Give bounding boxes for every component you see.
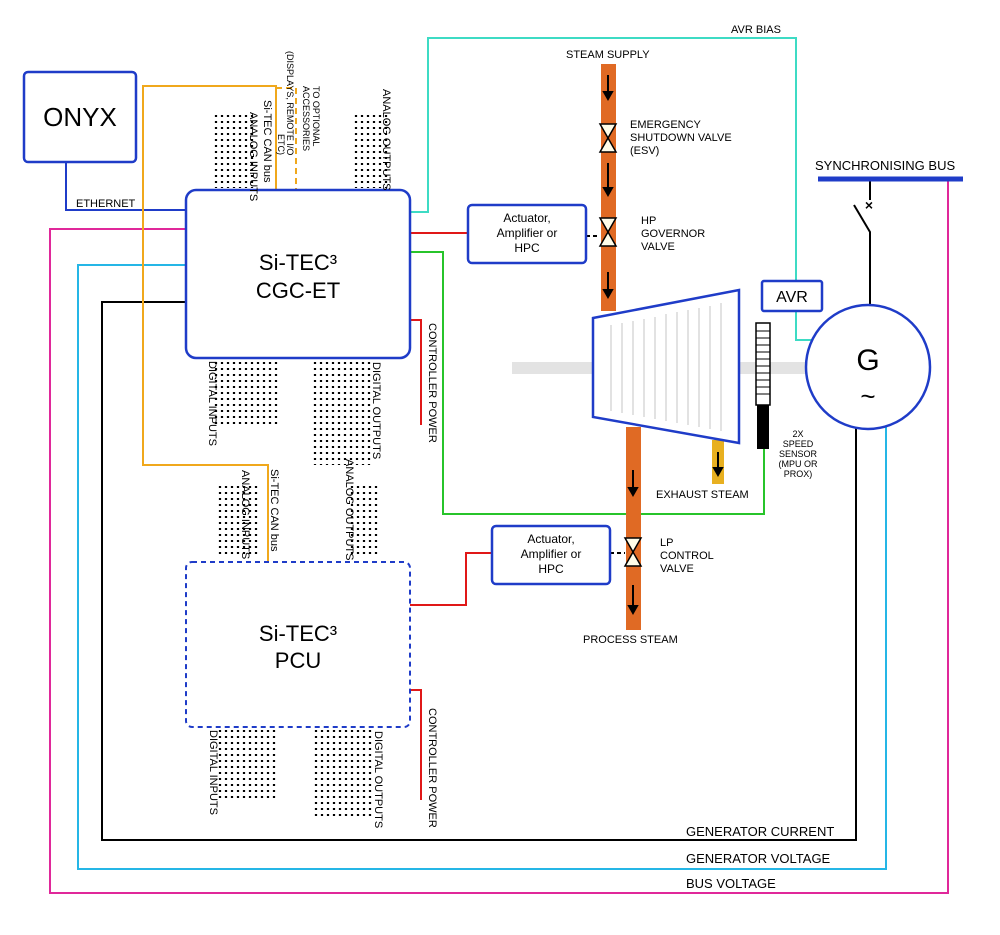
synchronising-bus-label: SYNCHRONISING BUS — [815, 158, 955, 173]
esv-label-line-3: (ESV) — [630, 145, 659, 157]
cgc-power-wire — [410, 319, 422, 425]
exhaust-steam-label: EXHAUST STEAM — [656, 489, 749, 501]
cgc-can-bus-label: Si-TEC CAN bus — [261, 100, 273, 183]
cgc-digital-outputs-label: DIGITAL OUTPUTS — [370, 362, 382, 459]
process-steam-pipe — [626, 427, 641, 630]
hp-valve-label-line-2: GOVERNOR — [641, 228, 705, 240]
onyx-label: ONYX — [43, 102, 117, 132]
esv-label-line-2: SHUTDOWN VALVE — [630, 132, 732, 144]
avr-box — [760, 279, 824, 313]
lp-valve-icon — [623, 537, 643, 567]
generator-voltage-wire — [77, 264, 887, 870]
pcu-subtitle: PCU — [275, 648, 321, 673]
accessories-label-line-1: TO OPTIONAL — [311, 86, 321, 146]
generator-voltage-label: GENERATOR VOLTAGE — [686, 851, 831, 866]
hp-valve-label-line-1: HP — [641, 215, 656, 227]
cgc-et-box — [184, 188, 412, 360]
lp-valve-label-line-2: CONTROL — [660, 550, 714, 562]
flow-arrows — [602, 75, 724, 616]
steam-supply-label: STEAM SUPPLY — [566, 49, 650, 61]
controller-power-label-2: CONTROLLER POWER — [426, 708, 438, 828]
onyx-box — [22, 70, 138, 164]
controller-power-label-1: CONTROLLER POWER — [426, 323, 438, 443]
pcu-power-wire — [410, 689, 422, 800]
actuator-2-line-2: Amplifier or — [521, 547, 582, 561]
speed-sensor-label-line-4: (MPU OR — [779, 459, 818, 469]
pcu-can-bus-label: Si-TEC CAN bus — [268, 469, 280, 552]
breaker-x-icon: × — [865, 197, 873, 213]
speed-sensor-cable — [757, 405, 769, 449]
speed-sensor-label-line-5: PROX) — [784, 469, 813, 479]
avr-bias-label: AVR BIAS — [731, 24, 781, 36]
speed-sensor-body — [755, 322, 771, 406]
generator-breaker-wire — [853, 204, 871, 305]
hp-valve-icon — [598, 217, 618, 247]
lp-valve-label-line-1: LP — [660, 537, 673, 549]
accessories-label-line-3: (DISPLAYS, REMOTE I/O — [285, 51, 295, 155]
actuator-box-1 — [466, 203, 588, 265]
accessories-can-wire — [276, 87, 297, 190]
accessories-label-line-4: ETC) — [276, 134, 286, 155]
bus-voltage-label: BUS VOLTAGE — [686, 876, 776, 891]
hp-valve-label-line-3: VALVE — [641, 241, 675, 253]
speed-sensor-label-line-2: SPEED — [783, 439, 814, 449]
esv-label-line-1: EMERGENCY — [630, 119, 702, 131]
process-steam-label: PROCESS STEAM — [583, 634, 678, 646]
speed-sensor-label-line-1: 2X — [792, 429, 803, 439]
io-terminal-dots — [214, 115, 388, 820]
actuator-1-line-2: Amplifier or — [497, 226, 558, 240]
cgc-analog-inputs-label: ANALOG INPUTS — [247, 112, 259, 201]
generator-current-label: GENERATOR CURRENT — [686, 824, 834, 839]
actuator-1-line-1: Actuator, — [503, 211, 550, 225]
accessories-label-line-2: ACCESSORIES — [301, 86, 311, 151]
pcu-title: Si-TEC³ — [259, 621, 337, 646]
avr-label: AVR — [776, 289, 808, 306]
generator-label: G — [856, 344, 879, 377]
speed-signal-wire — [410, 251, 765, 515]
turbine-blades — [610, 303, 722, 431]
actuator-box-2 — [490, 524, 612, 586]
pcu-analog-inputs-label: ANALOG INPUTS — [239, 470, 251, 559]
pcu-actuator-wire — [410, 552, 492, 606]
ethernet-label: ETHERNET — [76, 198, 136, 210]
avr-bias-wire — [410, 37, 822, 341]
pcu-digital-inputs-label: DIGITAL INPUTS — [207, 730, 219, 815]
ethernet-wire — [65, 162, 186, 211]
actuator-1-line-3: HPC — [514, 241, 540, 255]
lp-valve-label-line-3: VALVE — [660, 563, 694, 575]
actuator-2-line-3: HPC — [538, 562, 564, 576]
pcu-digital-outputs-label: DIGITAL OUTPUTS — [372, 731, 384, 828]
cgc-et-title: Si-TEC³ — [259, 250, 337, 275]
cgc-et-subtitle: CGC-ET — [256, 278, 340, 303]
generator-current-wire — [101, 301, 857, 841]
generator-circle — [804, 303, 932, 431]
actuator-2-line-1: Actuator, — [527, 532, 574, 546]
speed-sensor-thread — [756, 330, 770, 395]
cgc-analog-outputs-label: ANALOG OUTPUTS — [380, 89, 392, 190]
speed-sensor-label-line-3: SENSOR — [779, 449, 818, 459]
pcu-analog-outputs-label: ANALOG OUTPUTS — [343, 459, 355, 560]
pcu-box — [185, 561, 411, 728]
esv-valve-icon — [598, 123, 618, 153]
bus-voltage-wire — [49, 179, 949, 894]
cgc-digital-inputs-label: DIGITAL INPUTS — [206, 361, 218, 446]
can-bus-wire — [142, 85, 277, 562]
generator-tilde-icon: ~ — [860, 381, 875, 411]
